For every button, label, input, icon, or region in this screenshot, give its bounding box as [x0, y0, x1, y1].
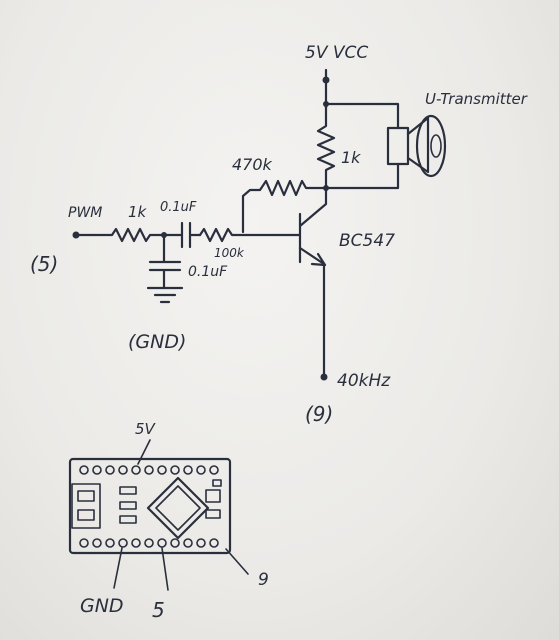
board-5-leader: [161, 547, 169, 591]
shunt-cap-label: 0.1uF: [188, 264, 228, 280]
series-capacitor: [174, 221, 202, 249]
feedback-resistor: [241, 179, 328, 234]
transmitter-return-wire: [324, 162, 400, 190]
board-5v-leader: [137, 439, 151, 465]
board-9-label: 9: [258, 570, 269, 590]
shunt-capacitor: [148, 233, 182, 290]
vcc-to-transmitter-wire: [324, 102, 400, 130]
output-terminal: [320, 373, 328, 381]
pwm-label: PWM: [68, 205, 102, 221]
pin9-label: (9): [305, 402, 333, 426]
base-resistor: [198, 227, 302, 243]
board-9-leader: [225, 548, 249, 575]
vcc-label: 5V VCC: [305, 43, 368, 63]
freq-label: 40kHz: [337, 371, 391, 391]
pin5-label: (5): [30, 252, 58, 276]
board-gnd-leader: [113, 547, 123, 589]
base-resistor-label: 100k: [214, 246, 245, 260]
transmitter-label: U-Transmitter: [425, 90, 528, 108]
gnd-label: (GND): [128, 331, 186, 353]
arduino-board-icon: [68, 457, 232, 555]
transistor-icon: [298, 186, 328, 267]
ground-icon: [146, 286, 184, 304]
board-5-label: 5: [152, 598, 165, 622]
vcc-terminal-dot: [322, 76, 330, 84]
transistor-label: BC547: [339, 231, 395, 251]
input-resistor: [74, 227, 178, 243]
feedback-resistor-label: 470k: [232, 155, 273, 174]
collector-resistor: [316, 102, 336, 190]
collector-resistor-label: 1k: [341, 148, 361, 167]
board-gnd-label: GND: [80, 595, 124, 617]
series-cap-label: 0.1uF: [160, 200, 197, 215]
speaker-icon: [386, 114, 447, 178]
board-5v-label: 5V: [135, 420, 157, 438]
input-resistor-label: 1k: [128, 203, 148, 221]
